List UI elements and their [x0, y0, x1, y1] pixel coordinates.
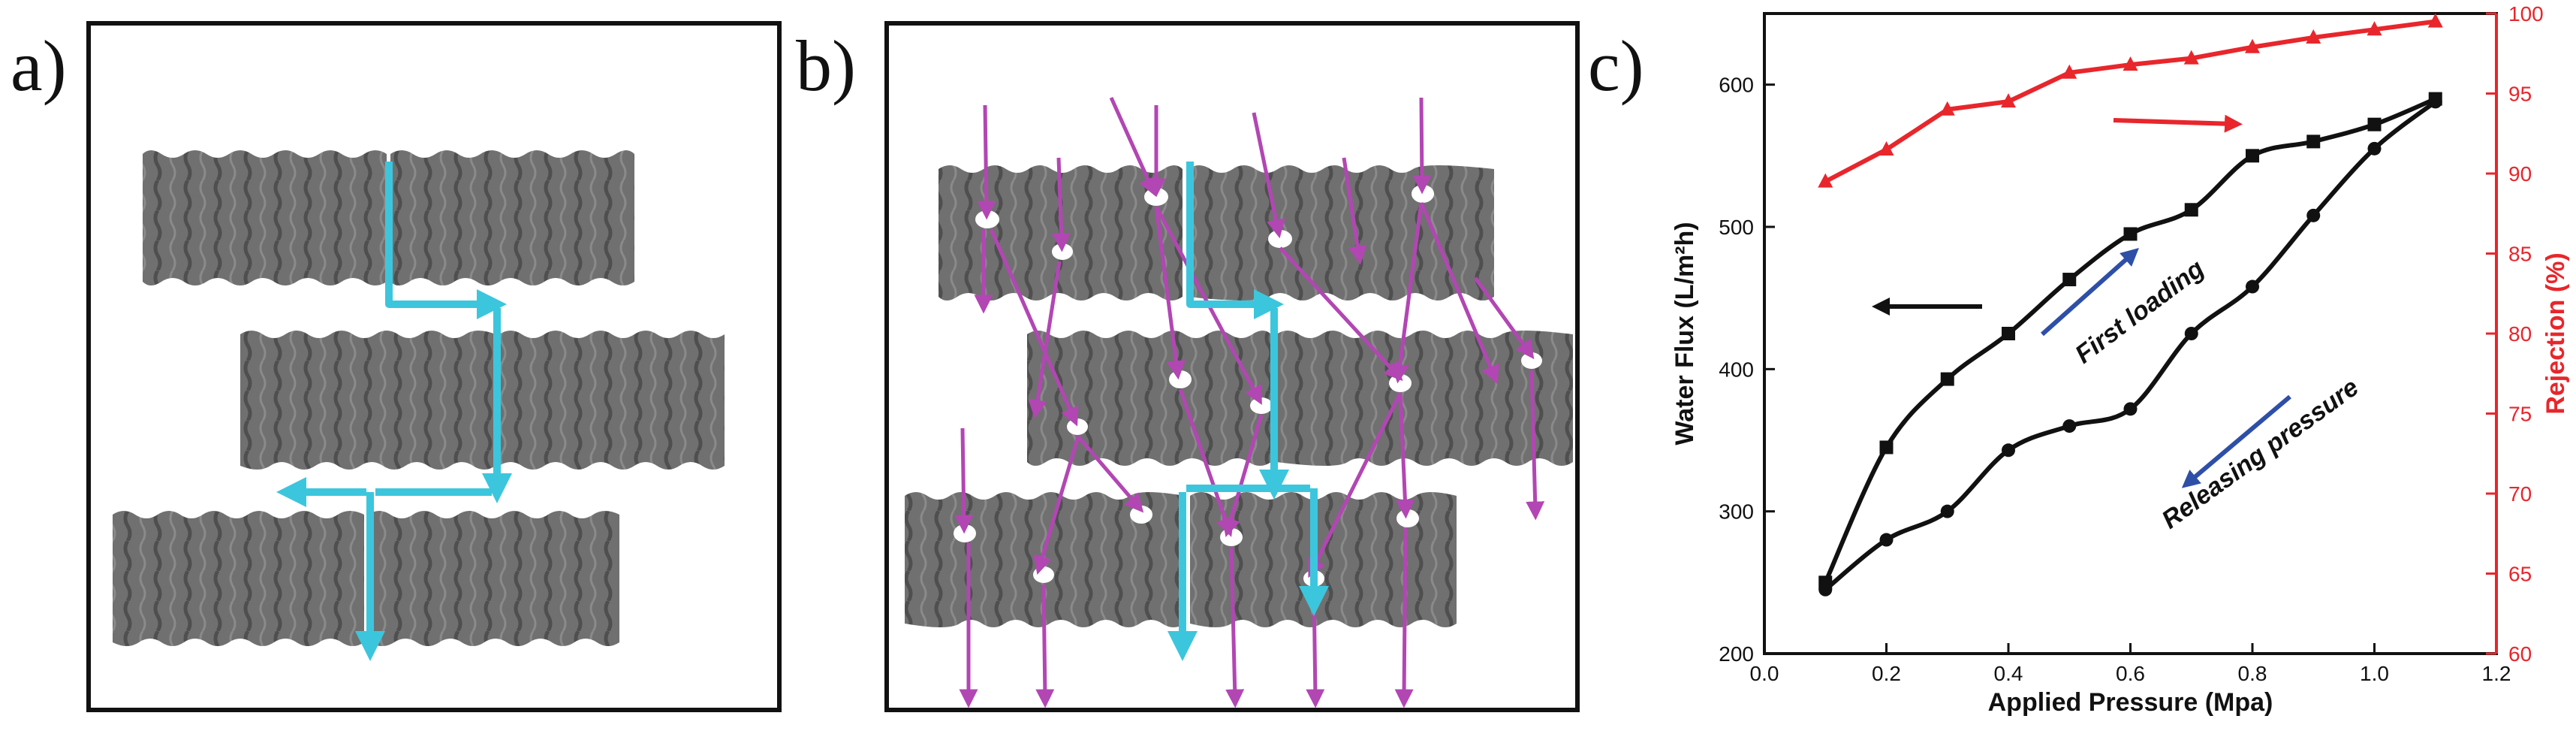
x-tick-label: 0.4 [1994, 662, 2023, 685]
data-point-square [2184, 203, 2198, 217]
y-tick-label: 200 [1719, 642, 1754, 666]
x-axis: 0.0 0.2 0.4 0.6 0.8 1.0 1.2 [1750, 643, 2511, 685]
y2-tick-label: 75 [2508, 403, 2532, 426]
data-point-circle [2306, 208, 2321, 222]
data-point-circle [2428, 95, 2442, 109]
x-tick-label: 0.6 [2116, 662, 2145, 685]
x-axis-title: Applied Pressure (Mpa) [1988, 688, 2273, 717]
panel-label-b: b) [796, 26, 856, 106]
data-point-square [2123, 227, 2138, 241]
panel-label-c: c) [1588, 26, 1644, 106]
series-line-0 [1823, 96, 2436, 584]
x-tick-label: 0.8 [2238, 662, 2267, 685]
panel-b-diagram [905, 96, 1573, 708]
x-tick-label: 0.2 [1872, 662, 1901, 685]
y2-tick-label: 95 [2508, 83, 2532, 106]
data-point-triangle [2123, 56, 2138, 71]
data-point-triangle [2427, 13, 2443, 28]
y-tick-label: 600 [1719, 74, 1754, 97]
data-point-triangle [2062, 64, 2077, 79]
flake-b-top-right [1188, 165, 1494, 301]
data-point-triangle [2306, 29, 2321, 44]
data-point-circle [2246, 279, 2259, 294]
y-axis-title: Water Flux (L/m²h) [1671, 222, 1699, 445]
data-point-triangle [2001, 93, 2016, 108]
data-point-circle [1879, 533, 1894, 547]
y-axis-right: 60 65 70 75 80 85 90 95 100 [2486, 2, 2544, 666]
data-point-square [1879, 440, 1894, 455]
releasing-pressure-label: Releasing pressure [2156, 373, 2364, 534]
flake-b-middle-left [1027, 331, 1271, 466]
data-point-triangle [1939, 101, 1955, 116]
data-point-triangle [2183, 50, 2199, 65]
y2-axis-title: Rejection (%) [2541, 252, 2570, 414]
first-loading-label: First loading [2070, 254, 2210, 369]
data-point-circle [1940, 504, 1954, 518]
molecule-paths-b [954, 96, 1545, 708]
first-loading-arrow [2041, 248, 2139, 337]
y-tick-label: 300 [1719, 500, 1754, 524]
data-point-square [2246, 149, 2259, 163]
x-tick-label: 1.0 [2360, 662, 2389, 685]
chart-series [1818, 13, 2443, 597]
chart-c: 0.0 0.2 0.4 0.6 0.8 1.0 1.2 200 300 400 500 600 60… [1671, 2, 2570, 717]
water-path-a [276, 162, 512, 661]
data-point-circle [2002, 443, 2015, 458]
y2-tick-label: 65 [2508, 563, 2532, 586]
series-line-1 [1824, 100, 2437, 592]
y-tick-label: 400 [1719, 358, 1754, 381]
y2-tick-label: 80 [2508, 322, 2532, 346]
y2-tick-label: 70 [2508, 482, 2532, 506]
panel-label-a: a) [11, 26, 67, 106]
data-point-circle [2184, 327, 2198, 340]
x-tick-label: 0.0 [1750, 662, 1779, 685]
data-point-square [2306, 134, 2321, 149]
y-tick-label: 500 [1719, 216, 1754, 239]
panel-a-diagram [113, 150, 725, 661]
water-path-b [1167, 162, 1329, 661]
y-axis-left: 200 300 400 500 600 [1719, 74, 1775, 666]
data-point-square [1940, 372, 1954, 386]
flake-a-top-left [143, 150, 387, 285]
data-point-square [2367, 117, 2382, 131]
flake-a-top-right [390, 150, 634, 285]
flake-a-bottom-left [113, 511, 364, 646]
data-point-triangle [2367, 21, 2382, 36]
flake-a-bottom-right [368, 511, 619, 646]
y2-tick-label: 90 [2508, 162, 2532, 186]
data-point-triangle [1818, 173, 1833, 188]
data-point-triangle [1879, 141, 1894, 156]
y2-tick-label: 60 [2508, 642, 2532, 666]
data-point-circle [1818, 582, 1833, 597]
data-point-circle [2123, 402, 2138, 416]
flake-a-middle-left [240, 331, 496, 470]
releasing-pressure-arrow [2181, 394, 2291, 488]
y2-tick-label: 100 [2508, 2, 2544, 26]
flake-a-middle-right [499, 331, 725, 470]
data-point-square [2002, 327, 2015, 340]
y2-tick-label: 85 [2508, 243, 2532, 266]
data-point-circle [2367, 141, 2382, 156]
data-point-circle [2062, 419, 2077, 433]
series-line-2 [1824, 19, 2436, 184]
rejection-axis-arrow [2113, 114, 2243, 133]
x-tick-label: 1.2 [2482, 662, 2511, 685]
data-point-square [2062, 273, 2077, 287]
data-point-triangle [2245, 38, 2260, 53]
